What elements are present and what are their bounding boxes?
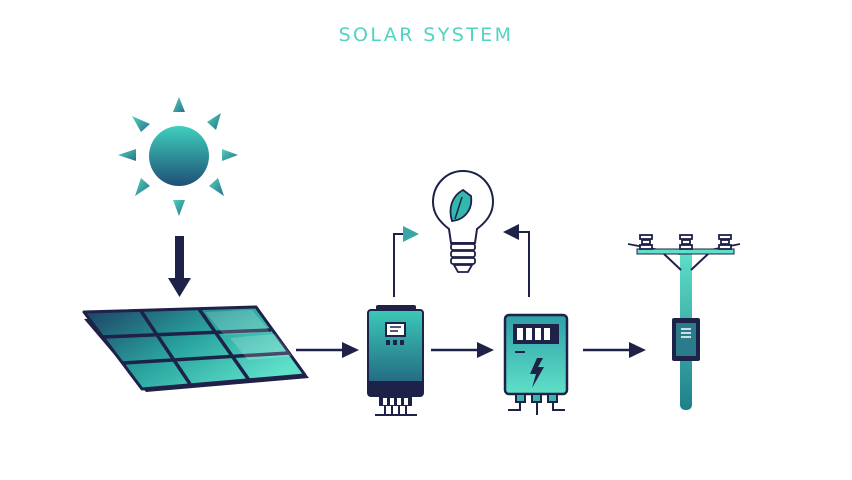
sun-icon	[118, 97, 238, 216]
electric-meter-icon	[503, 313, 569, 415]
arrow-panel-to-controller	[296, 342, 359, 358]
arrow-controller-to-bulb	[393, 226, 419, 297]
arrow-sun-to-panel	[168, 236, 191, 297]
solar-panel-icon	[82, 305, 309, 392]
utility-pole-icon	[627, 234, 741, 410]
arrow-meter-to-bulb	[503, 224, 530, 297]
arrow-meter-to-pole	[583, 342, 646, 358]
arrow-controller-to-meter	[431, 342, 494, 358]
eco-light-bulb-icon	[431, 169, 495, 273]
charge-controller-icon	[367, 305, 424, 416]
diagram-title: SOLAR SYSTEM	[338, 24, 514, 46]
